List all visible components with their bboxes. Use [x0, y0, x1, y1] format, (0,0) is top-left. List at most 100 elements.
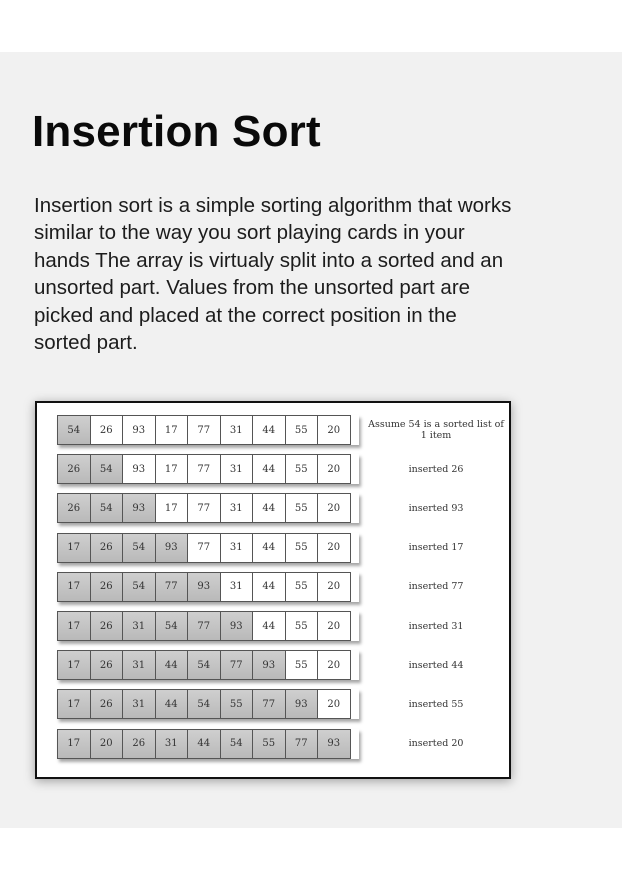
sorted-cell: 44	[187, 728, 221, 759]
step-note: inserted 20	[408, 738, 464, 750]
step-note: inserted 44	[408, 659, 464, 671]
unsorted-cell: 77	[187, 415, 221, 445]
sorted-cell: 44	[154, 689, 188, 720]
unsorted-cell: 77	[187, 532, 221, 563]
sorted-cell: 93	[187, 571, 221, 602]
unsorted-cell: 31	[219, 493, 253, 524]
sorted-cell: 54	[89, 493, 123, 524]
unsorted-cell: 93	[122, 454, 156, 485]
unsorted-cell: 31	[219, 571, 253, 602]
sorted-cell: 26	[89, 532, 123, 563]
sorted-cell: 26	[57, 454, 91, 485]
sorted-cell: 17	[57, 571, 91, 602]
unsorted-cell: 31	[219, 415, 253, 445]
description-paragraph: Insertion sort is a simple sorting algor…	[34, 194, 512, 355]
unsorted-cell: 26	[89, 415, 123, 445]
sorted-cell: 31	[122, 689, 156, 720]
sorted-cell: 93	[154, 532, 188, 563]
step-note: inserted 31	[408, 620, 464, 632]
unsorted-cell: 20	[317, 689, 351, 720]
sorted-cell: 31	[154, 728, 188, 759]
sorted-cell: 77	[154, 571, 188, 602]
unsorted-cell: 55	[284, 415, 318, 445]
sorted-cell: 77	[252, 689, 286, 720]
sorted-cell: 44	[154, 650, 188, 681]
sorted-cell: 93	[122, 493, 156, 524]
step-note: inserted 77	[408, 581, 464, 593]
unsorted-cell: 55	[284, 454, 318, 485]
sorted-cell: 93	[252, 650, 286, 681]
sorted-cell: 55	[252, 728, 286, 759]
unsorted-cell: 20	[317, 571, 351, 602]
sorted-cell: 54	[122, 532, 156, 563]
unsorted-cell: 55	[284, 493, 318, 524]
unsorted-cell: 44	[252, 532, 286, 563]
page-title: Insertion Sort	[32, 107, 321, 156]
unsorted-cell: 20	[317, 493, 351, 524]
unsorted-cell: 20	[317, 532, 351, 563]
sorted-cell: 17	[57, 650, 91, 681]
step-note: inserted 17	[408, 542, 464, 554]
sorted-cell: 54	[122, 571, 156, 602]
unsorted-cell: 31	[219, 532, 253, 563]
sorted-cell: 17	[57, 728, 91, 759]
sorted-cell: 77	[187, 611, 221, 641]
sorted-cell: 54	[187, 689, 221, 720]
sorted-cell: 77	[284, 728, 318, 759]
sorted-cell: 77	[219, 650, 253, 681]
unsorted-cell: 20	[317, 415, 351, 445]
unsorted-cell: 44	[252, 571, 286, 602]
sorted-cell: 26	[89, 571, 123, 602]
unsorted-cell: 77	[187, 454, 221, 485]
sorted-cell: 26	[122, 728, 156, 759]
step-note: Assume 54 is a sorted list of 1 item	[368, 419, 504, 441]
unsorted-cell: 17	[154, 493, 188, 524]
sorted-cell: 31	[122, 650, 156, 681]
sorted-cell: 26	[89, 689, 123, 720]
unsorted-cell: 20	[317, 650, 351, 681]
unsorted-cell: 44	[252, 493, 286, 524]
unsorted-cell: 77	[187, 493, 221, 524]
unsorted-cell: 44	[252, 611, 286, 641]
sorted-cell: 54	[89, 454, 123, 485]
unsorted-cell: 55	[284, 611, 318, 641]
sorted-cell: 17	[57, 611, 91, 641]
sorted-cell: 93	[284, 689, 318, 720]
step-note: inserted 26	[408, 463, 464, 475]
unsorted-cell: 55	[284, 532, 318, 563]
sorted-cell: 26	[89, 611, 123, 641]
unsorted-cell: 20	[317, 454, 351, 485]
sorted-cell: 20	[89, 728, 123, 759]
unsorted-cell: 17	[154, 454, 188, 485]
sorted-cell: 31	[122, 611, 156, 641]
unsorted-cell: 20	[317, 611, 351, 641]
sorted-cell: 54	[187, 650, 221, 681]
unsorted-cell: 55	[284, 650, 318, 681]
step-note: inserted 55	[408, 698, 464, 710]
sorted-cell: 93	[219, 611, 253, 641]
unsorted-cell: 31	[219, 454, 253, 485]
step-note: inserted 93	[408, 502, 464, 514]
unsorted-cell: 93	[122, 415, 156, 445]
unsorted-cell: 44	[252, 454, 286, 485]
unsorted-cell: 44	[252, 415, 286, 445]
sorted-cell: 54	[57, 415, 91, 445]
